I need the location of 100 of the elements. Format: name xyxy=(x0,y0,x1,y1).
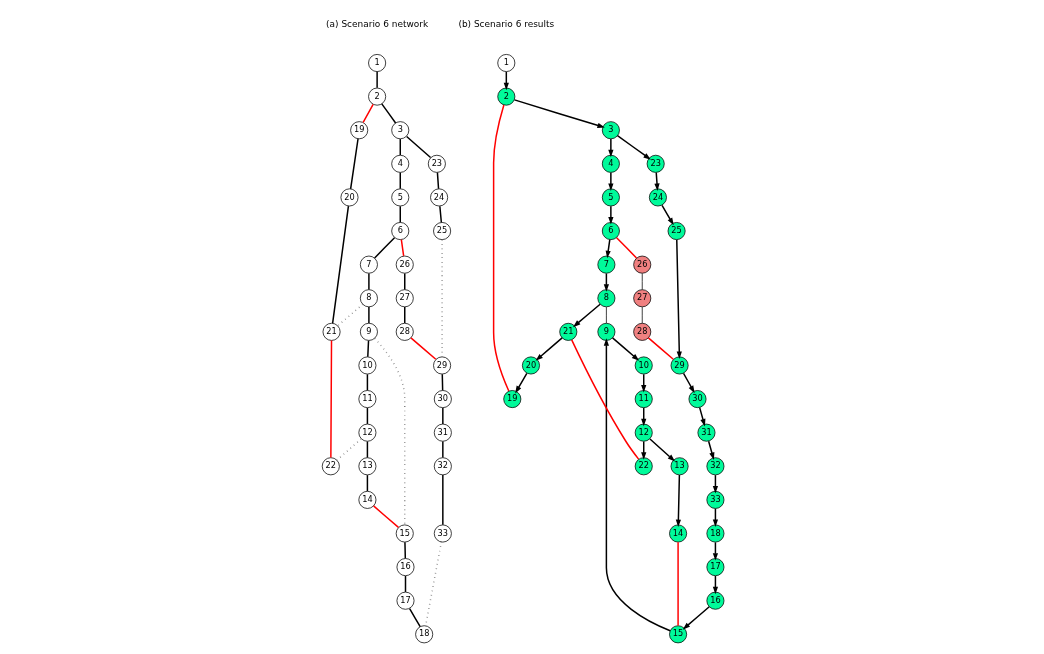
node-circle: 31 xyxy=(433,423,452,442)
node-circle: 25 xyxy=(433,222,452,240)
node-circle: 6 xyxy=(391,222,410,240)
node-circle: 3 xyxy=(391,121,410,140)
arrow xyxy=(515,372,528,394)
node-circle: 7 xyxy=(597,255,616,274)
node-circle: 18 xyxy=(415,625,434,644)
connector xyxy=(368,272,370,291)
node-circle: 9 xyxy=(359,322,378,341)
node-circle: 24 xyxy=(430,188,449,207)
connector xyxy=(641,273,643,290)
connector xyxy=(349,138,359,190)
node-circle: 32 xyxy=(706,457,725,476)
connector xyxy=(606,306,607,324)
node-circle: 19 xyxy=(503,390,522,409)
arrow xyxy=(535,337,563,361)
node-circle: 5 xyxy=(601,188,620,207)
node-circle: 17 xyxy=(396,591,415,610)
arrow xyxy=(616,134,651,160)
node-circle: 17 xyxy=(706,558,725,577)
arrow xyxy=(513,99,605,128)
node-circle: 27 xyxy=(633,289,652,308)
node-circle: 1 xyxy=(368,54,387,72)
node-circle: 21 xyxy=(322,322,341,341)
arrow xyxy=(661,204,674,226)
node-circle: 7 xyxy=(359,255,378,274)
arrow xyxy=(682,372,695,394)
node-circle: 10 xyxy=(358,356,377,375)
connector xyxy=(330,339,333,459)
node-circle: 13 xyxy=(670,457,689,476)
arrow xyxy=(608,138,614,158)
connector xyxy=(439,205,443,224)
connector xyxy=(373,236,396,259)
node-circle: 25 xyxy=(667,222,686,240)
connector xyxy=(442,474,444,526)
node-circle: 4 xyxy=(601,154,620,173)
label: (b) Scenario 6 results xyxy=(458,18,555,29)
node-circle: 19 xyxy=(350,121,369,140)
connector xyxy=(374,337,406,526)
node-circle: 31 xyxy=(697,423,716,442)
node-circle: 27 xyxy=(395,289,414,308)
node-circle: 24 xyxy=(648,188,667,207)
node-circle: 29 xyxy=(670,356,689,375)
label: (a) Scenario 6 network xyxy=(326,18,429,29)
connector xyxy=(368,306,370,324)
connector xyxy=(570,339,640,460)
node-circle: 14 xyxy=(669,524,688,543)
node-circle: 29 xyxy=(433,356,452,375)
arrow xyxy=(675,474,681,528)
arrow xyxy=(682,606,710,630)
node-circle: 22 xyxy=(321,457,340,476)
node-circle: 10 xyxy=(634,356,653,375)
arrow xyxy=(649,438,676,462)
node-circle: 15 xyxy=(669,625,688,644)
node-circle: 14 xyxy=(358,490,377,509)
connector xyxy=(647,337,674,361)
arrow xyxy=(608,205,614,225)
node-circle: 11 xyxy=(358,390,377,409)
node-circle: 28 xyxy=(633,322,652,341)
node-circle: 22 xyxy=(634,457,653,476)
node-circle: 4 xyxy=(391,154,410,173)
node-circle: 21 xyxy=(559,322,578,341)
node-circle: 6 xyxy=(601,222,620,240)
node-circle: 2 xyxy=(368,87,387,106)
node-circle: 30 xyxy=(688,390,707,409)
node-circle: 23 xyxy=(427,154,446,173)
node-circle: 18 xyxy=(706,524,725,543)
arrow xyxy=(608,171,614,191)
node-circle: 26 xyxy=(633,255,652,274)
arrow xyxy=(573,303,601,328)
connector xyxy=(442,407,444,425)
connector xyxy=(405,135,432,159)
node-circle: 16 xyxy=(706,591,725,610)
node-circle: 28 xyxy=(395,322,414,341)
connector xyxy=(381,103,397,124)
node-circle: 12 xyxy=(358,423,377,442)
node-circle: 12 xyxy=(634,423,653,442)
node-circle: 11 xyxy=(634,390,653,409)
connector xyxy=(442,440,444,459)
connector xyxy=(436,171,440,190)
arrow xyxy=(611,337,640,361)
node-circle: 9 xyxy=(597,322,616,341)
node-circle: 13 xyxy=(358,457,377,476)
connector xyxy=(367,339,370,358)
node-circle: 33 xyxy=(433,524,452,543)
connector xyxy=(372,505,400,529)
node-circle: 8 xyxy=(359,289,378,308)
node-circle: 8 xyxy=(597,289,616,308)
node-circle: 33 xyxy=(706,490,725,509)
connector xyxy=(362,103,374,124)
connector xyxy=(492,104,510,392)
connector xyxy=(337,303,364,327)
connector xyxy=(410,337,437,361)
connector xyxy=(615,236,638,259)
arrow xyxy=(603,338,671,632)
arrow xyxy=(676,238,682,359)
connector xyxy=(331,205,350,324)
connector xyxy=(408,607,421,628)
node-circle: 20 xyxy=(522,356,540,375)
connector xyxy=(376,71,378,89)
